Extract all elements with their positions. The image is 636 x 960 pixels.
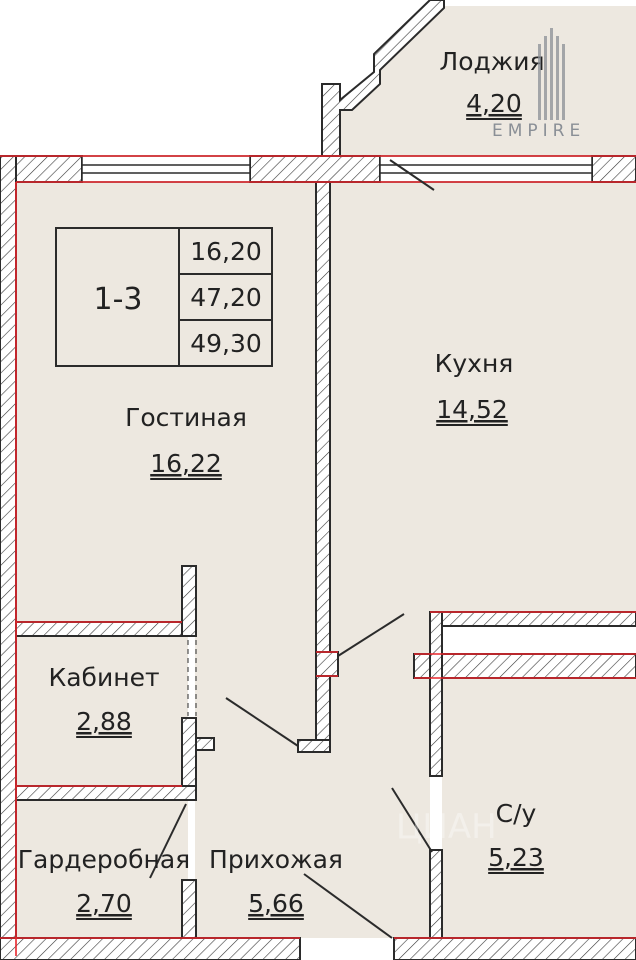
door-kitchen: [337, 613, 405, 657]
total-area-net: 47,20: [190, 283, 262, 312]
door-bath: [391, 787, 433, 853]
loggia-area: 4,20: [466, 89, 522, 118]
hall-area: 5,66: [248, 889, 304, 918]
empire-logo: EMPIRE: [492, 28, 585, 141]
logo-text: EMPIRE: [492, 121, 585, 141]
wall-top: [249, 155, 381, 183]
bath-area: 5,23: [488, 843, 544, 872]
window-loggia-door: [379, 155, 593, 183]
apartment-code: 1-3: [94, 282, 143, 317]
wall-loggia-right: [591, 155, 636, 183]
living-room-floor: [16, 182, 316, 622]
wall-wardrobe-side: [181, 879, 197, 939]
wall-study-bottom: [15, 785, 197, 801]
wall-loggia: [321, 0, 445, 157]
window-living: [81, 155, 251, 183]
wall-kitchen-bottom: [429, 611, 636, 627]
bath-floor: [442, 678, 636, 938]
kitchen-floor: [330, 182, 636, 612]
door-hall-living: [225, 697, 299, 747]
living-room-area: 16,22: [150, 449, 222, 478]
hall-name: Прихожая: [209, 845, 343, 874]
loggia-name: Лоджия: [439, 47, 544, 76]
wall-bath-left: [429, 611, 443, 777]
total-area-gross: 49,30: [190, 329, 262, 358]
door-entrance: [303, 873, 393, 939]
bath-name: С/у: [496, 799, 537, 828]
doors: [149, 159, 435, 939]
loggia-floor: [340, 6, 636, 156]
wall-study-side: [181, 565, 197, 637]
kitchen-area: 14,52: [436, 395, 508, 424]
apartment-summary: 1-3 16,20 47,20 49,30: [55, 227, 273, 367]
hall-floor: [195, 612, 430, 938]
wall-center-foot: [297, 739, 331, 753]
door-loggia: [389, 159, 435, 191]
kitchen-name: Кухня: [435, 349, 514, 378]
wall-door-jamb: [315, 651, 339, 677]
wall-bottom: [0, 937, 301, 960]
wall-living-bottom: [15, 621, 197, 637]
wall-bottom: [393, 937, 636, 960]
room-floors: [16, 6, 636, 938]
wardrobe-name: Гардеробная: [18, 845, 190, 874]
wardrobe-area: 2,70: [76, 889, 132, 918]
study-name: Кабинет: [48, 663, 159, 692]
study-area: 2,88: [76, 707, 132, 736]
wall-bath-left: [429, 849, 443, 939]
wall-left: [0, 155, 17, 957]
apartment-outline: [0, 155, 636, 956]
watermark-text: ЦИАН: [396, 807, 497, 847]
living-room-name: Гостиная: [125, 403, 247, 432]
total-area-living: 16,20: [190, 237, 262, 266]
logo-bars-icon: [538, 28, 565, 120]
door-wardrobe: [149, 803, 187, 879]
wall-bath-top: [413, 653, 636, 679]
room-labels: Лоджия 4,20 Гостиная 16,22 Кухня 14,52 К…: [18, 47, 545, 920]
wall-stub: [195, 737, 215, 751]
wardrobe-floor: [16, 800, 188, 938]
study-floor: [16, 636, 188, 786]
